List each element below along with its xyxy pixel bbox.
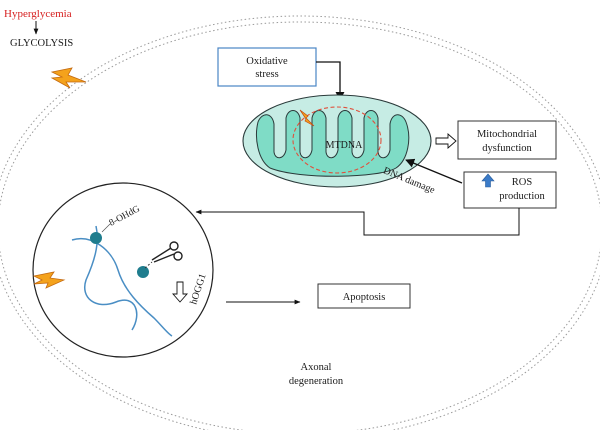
8ohdg-adduct-upper (90, 232, 102, 244)
axonal-degeneration-line1: Axonal (301, 362, 332, 373)
ros-up-arrow-icon (481, 173, 495, 188)
mitochondrial-dysfunction-line2: dysfunction (482, 143, 532, 154)
glycolysis-label: GLYCOLYSIS (10, 38, 73, 49)
mito-dysfunction-hollow-arrow (435, 133, 457, 149)
mito-lightning-icon (299, 109, 315, 127)
ros-label-line2: production (499, 191, 545, 202)
oxidative-stress-label-line2: stress (255, 69, 278, 80)
excision-dashed-line (144, 261, 153, 269)
ros-to-nucleus-arrow (195, 208, 520, 236)
nucleus (32, 182, 214, 358)
mitochondrion-cristae (256, 110, 410, 177)
down-arrow-icon (172, 281, 188, 303)
8ohdg-adduct-lower (137, 266, 149, 278)
scissors-icon (151, 241, 183, 263)
ros-label-line1: ROS (512, 177, 533, 188)
oxidative-to-mito-arrow (316, 61, 345, 101)
lightning-icon (50, 67, 87, 89)
8ohdg-pointer-line (101, 223, 111, 233)
apoptosis-label: Apoptosis (343, 292, 386, 303)
mitochondrion: MTDNA (242, 94, 432, 188)
dna-helix (71, 225, 173, 337)
mitochondrial-dysfunction-line1: Mitochondrial (477, 129, 537, 140)
oxidative-stress-label-line1: Oxidative (246, 56, 288, 67)
mtdna-ring (292, 106, 382, 174)
nucleus-lightning-icon (32, 271, 66, 289)
mitochondrial-dysfunction-box (457, 120, 557, 160)
dna-strand-b (84, 225, 138, 331)
axonal-degeneration-line2: degeneration (289, 376, 344, 387)
dna-strand-a (71, 238, 173, 337)
oxidative-stress-box (217, 47, 317, 87)
hyperglycemia-label: Hyperglycemia (4, 8, 72, 20)
ros-to-mito-arrow (405, 158, 463, 184)
mtdna-label: MTDNA (326, 140, 363, 151)
apoptosis-box (317, 283, 411, 309)
ros-production-box (463, 171, 557, 209)
